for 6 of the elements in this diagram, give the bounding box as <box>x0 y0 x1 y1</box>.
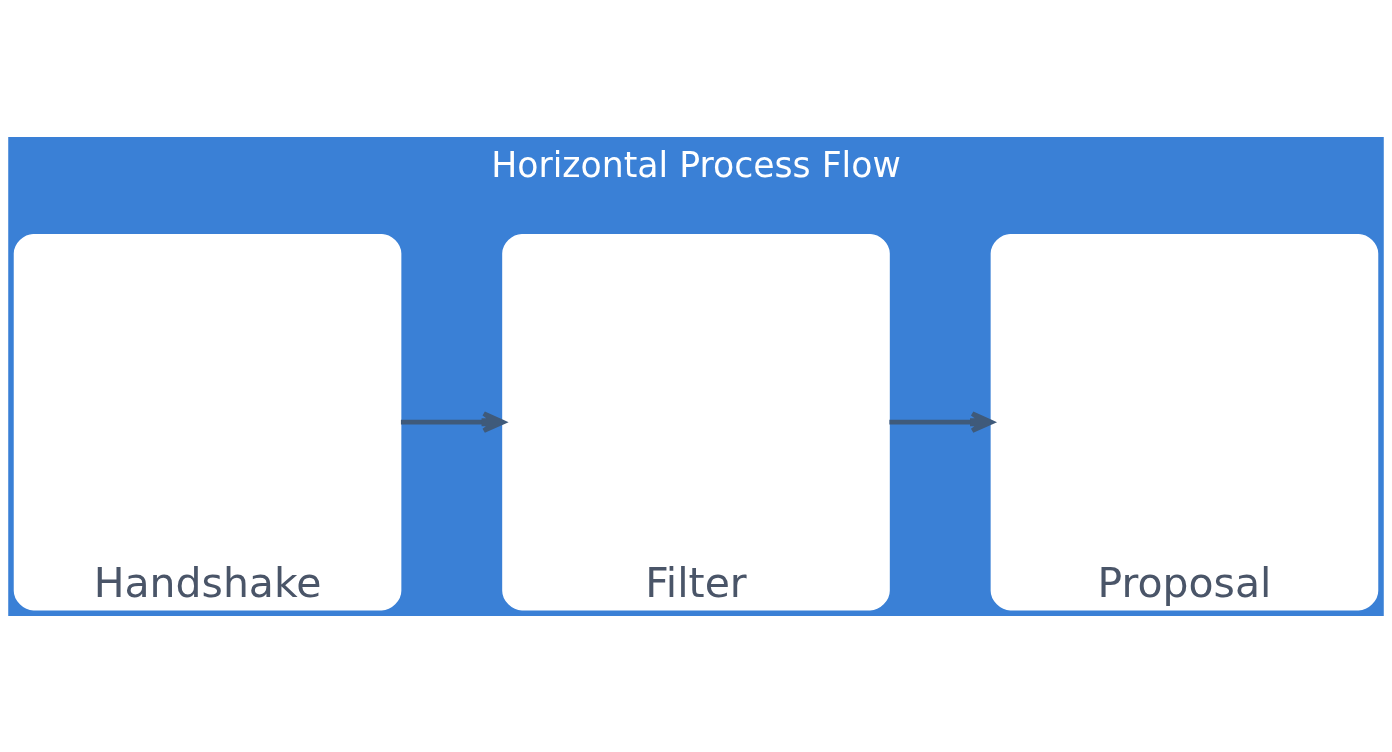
arrow <box>400 410 506 433</box>
arrow <box>889 410 994 433</box>
node-box: Filter <box>502 233 890 610</box>
diagram-title: Horizontal Process Flow <box>491 144 901 185</box>
node-box: Handshake <box>13 233 402 610</box>
node-box: Proposal <box>990 233 1379 610</box>
